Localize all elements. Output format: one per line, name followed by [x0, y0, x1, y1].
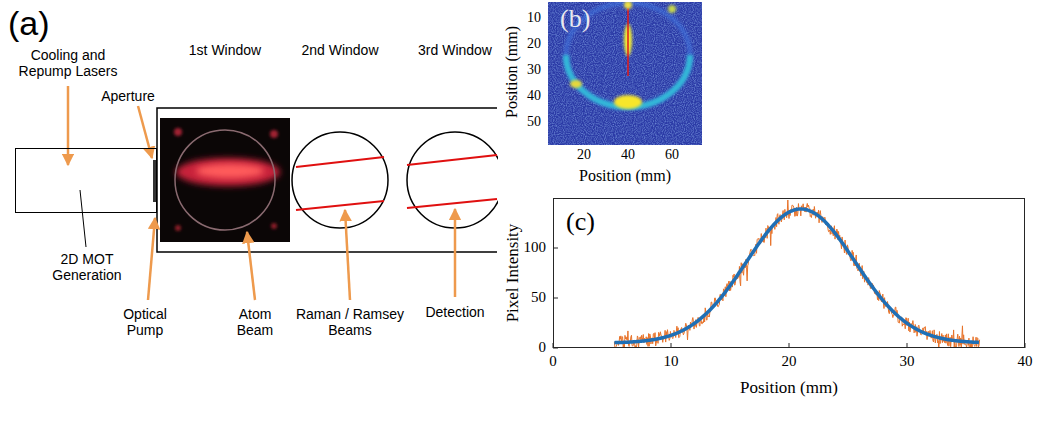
- atom-beam-photo: [160, 118, 290, 242]
- atom-beam-glow: [176, 158, 280, 186]
- camera-image-frame: (b): [548, 2, 702, 145]
- part-label: Cooling and Repump Lasers: [14, 47, 122, 79]
- part-label: Raman / Ramsey Beams: [291, 306, 409, 338]
- window-2: [292, 132, 388, 228]
- plot-frame: (c): [553, 198, 1025, 348]
- tick-label: 60: [665, 147, 679, 163]
- photo-glint: [271, 223, 277, 229]
- vacuum-chamber: [157, 108, 498, 252]
- part-label: Aperture: [101, 88, 155, 104]
- tick-label: 10: [664, 353, 679, 370]
- callout-arrow: [148, 218, 155, 300]
- part-label: Atom Beam: [230, 306, 280, 338]
- detection-beam: [407, 155, 497, 165]
- tick-label: 30: [527, 62, 541, 78]
- tick-label: 20: [527, 36, 541, 52]
- tick-label: 0: [539, 339, 547, 356]
- leader-line: [80, 190, 86, 247]
- atom-beam-core: [196, 164, 264, 178]
- node-text: (b): [560, 4, 590, 34]
- camera-image: [548, 2, 702, 145]
- callout-arrow: [345, 210, 350, 300]
- tick-label: 100: [524, 239, 547, 256]
- part-label: 2nd Window: [301, 42, 378, 58]
- part-label: Optical Pump: [115, 306, 175, 338]
- tick-label: 40: [1018, 353, 1033, 370]
- callout-arrow: [67, 86, 70, 165]
- tick-label: 20: [577, 147, 591, 163]
- photo-glint: [270, 130, 278, 138]
- measured-profile: [614, 200, 979, 348]
- photo-glint: [174, 128, 182, 136]
- window-3: [407, 132, 498, 228]
- callout-arrows: [68, 86, 455, 300]
- callout-arrow: [454, 209, 457, 297]
- part-label: 3rd Window: [418, 42, 492, 58]
- tick-label: 30: [900, 353, 915, 370]
- tick-label: 50: [531, 289, 546, 306]
- axis-label: Position (mm): [579, 167, 671, 185]
- image-noise: [548, 2, 702, 145]
- node-text: 2D MOT Generation: [48, 251, 126, 283]
- node-text: (c): [566, 207, 595, 237]
- tick-label: 10: [527, 10, 541, 26]
- tick-label: 40: [527, 88, 541, 104]
- window-1: [175, 130, 275, 230]
- tick-label: 20: [782, 353, 797, 370]
- callout-arrow: [247, 232, 255, 300]
- raman-beam: [296, 157, 384, 167]
- image-ground: [548, 2, 702, 145]
- photo-glint: [175, 225, 181, 231]
- raman-beam: [296, 201, 384, 210]
- callout-arrow: [138, 106, 152, 158]
- detection-beam: [407, 199, 497, 208]
- axis-label: Position (mm): [740, 378, 838, 398]
- bright-spot: [570, 80, 582, 88]
- chamber-outline: [157, 108, 497, 252]
- profile-plot: [614, 200, 979, 348]
- gaussian-fit: [614, 209, 979, 343]
- panel-label: (a): [8, 4, 50, 43]
- profile-cut-line: [627, 8, 629, 76]
- part-label: Detection: [425, 304, 484, 320]
- part-label: 1st Window: [189, 42, 261, 58]
- tick-label: 0: [549, 353, 557, 370]
- mot-chamber-box: 2D MOT Generation: [15, 148, 157, 213]
- tick-label: 50: [527, 114, 541, 130]
- bright-spot: [614, 95, 642, 109]
- bright-spot: [624, 2, 632, 9]
- tick-label: 40: [621, 147, 635, 163]
- axis-label: Pixel Intensity: [503, 224, 523, 323]
- axis-label: Position (mm): [503, 26, 521, 118]
- bright-spot: [668, 5, 676, 13]
